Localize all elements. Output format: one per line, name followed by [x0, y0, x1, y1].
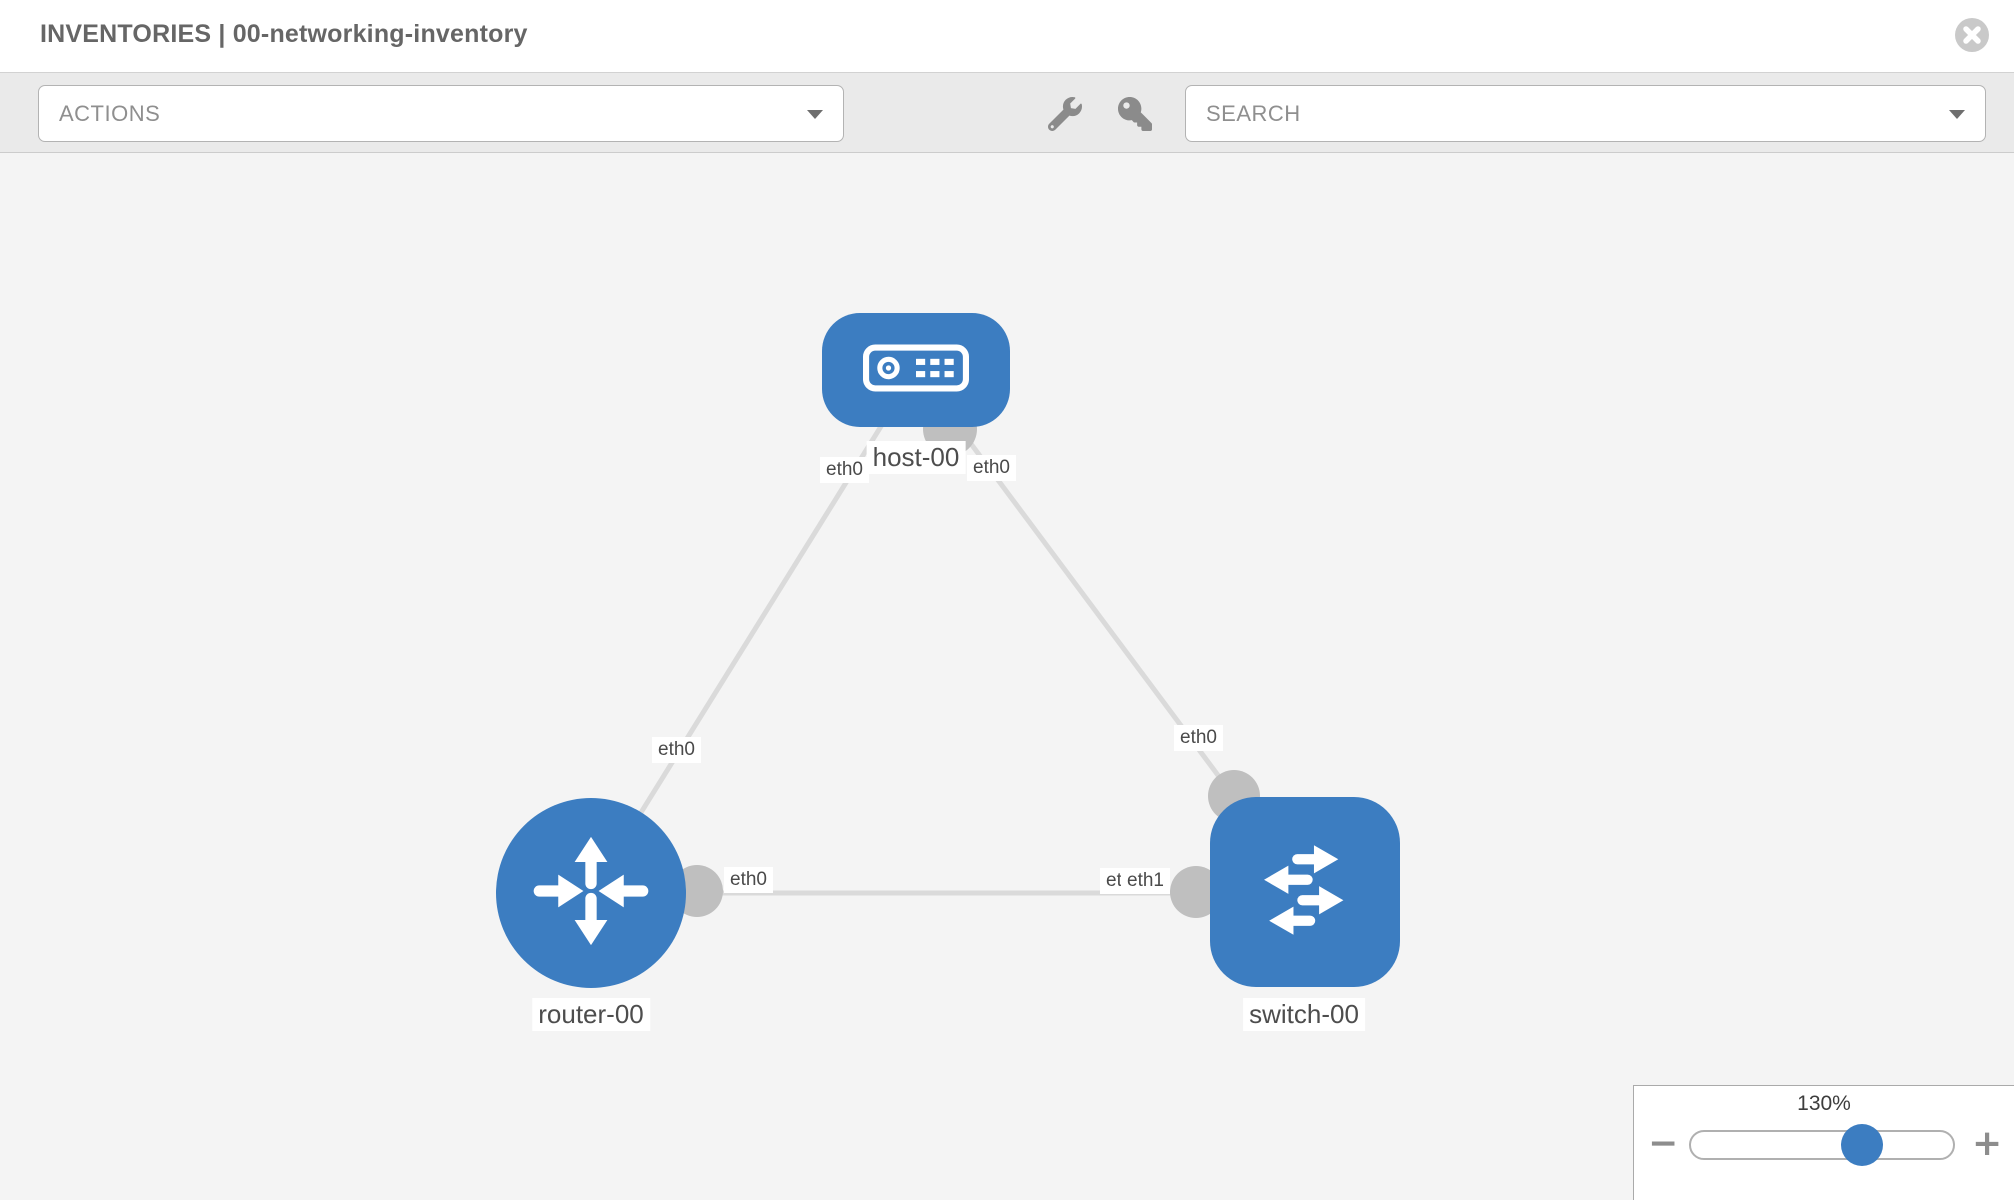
page-title: INVENTORIES | 00-networking-inventory [40, 20, 528, 48]
iface-label-switch-to-host: eth0 [1174, 725, 1223, 751]
node-router-00[interactable] [496, 798, 686, 988]
chevron-down-icon [1949, 109, 1965, 119]
key-icon [1118, 96, 1152, 134]
host-icon [863, 344, 969, 397]
node-label-host: host-00 [866, 441, 966, 474]
node-host-00[interactable] [822, 313, 1010, 427]
router-icon [528, 828, 654, 959]
links-layer [588, 368, 1308, 918]
iface-label-host-to-switch: eth0 [967, 455, 1016, 481]
iface-label-switch-to-router: eth1 [1121, 868, 1170, 894]
switch-icon [1241, 826, 1369, 959]
zoom-out-button[interactable]: − [1648, 1123, 1679, 1164]
close-icon [1954, 18, 1990, 56]
search-dropdown-label: SEARCH [1206, 100, 1301, 126]
node-label-router: router-00 [532, 998, 650, 1031]
actions-dropdown[interactable]: ACTIONS [38, 85, 844, 142]
zoom-panel: 130% − + [1633, 1085, 2014, 1200]
header-bar: INVENTORIES | 00-networking-inventory [0, 0, 2014, 72]
key-button[interactable] [1113, 95, 1157, 135]
chevron-down-icon [807, 109, 823, 119]
actions-dropdown-label: ACTIONS [59, 100, 161, 126]
close-button[interactable] [1954, 17, 1990, 53]
topology-canvas[interactable]: host-00 router-00 switch-00 eth0 eth0 et… [0, 153, 2014, 1200]
wrench-icon [1047, 96, 1082, 134]
zoom-slider-track[interactable] [1689, 1130, 1955, 1160]
toolbar: ACTIONS SEARCH [0, 72, 2014, 153]
zoom-slider-thumb[interactable] [1841, 1124, 1883, 1166]
tools-button[interactable] [1043, 95, 1087, 135]
node-switch-00[interactable] [1210, 797, 1400, 987]
iface-label-host-to-router: eth0 [820, 457, 869, 483]
node-label-switch: switch-00 [1243, 998, 1365, 1031]
zoom-in-button[interactable]: + [1972, 1123, 2003, 1164]
zoom-level-value: 130% [1797, 1092, 1851, 1115]
iface-label-router-to-switch: eth0 [724, 867, 773, 893]
search-dropdown[interactable]: SEARCH [1185, 85, 1986, 142]
iface-label-router-to-host: eth0 [652, 737, 701, 763]
